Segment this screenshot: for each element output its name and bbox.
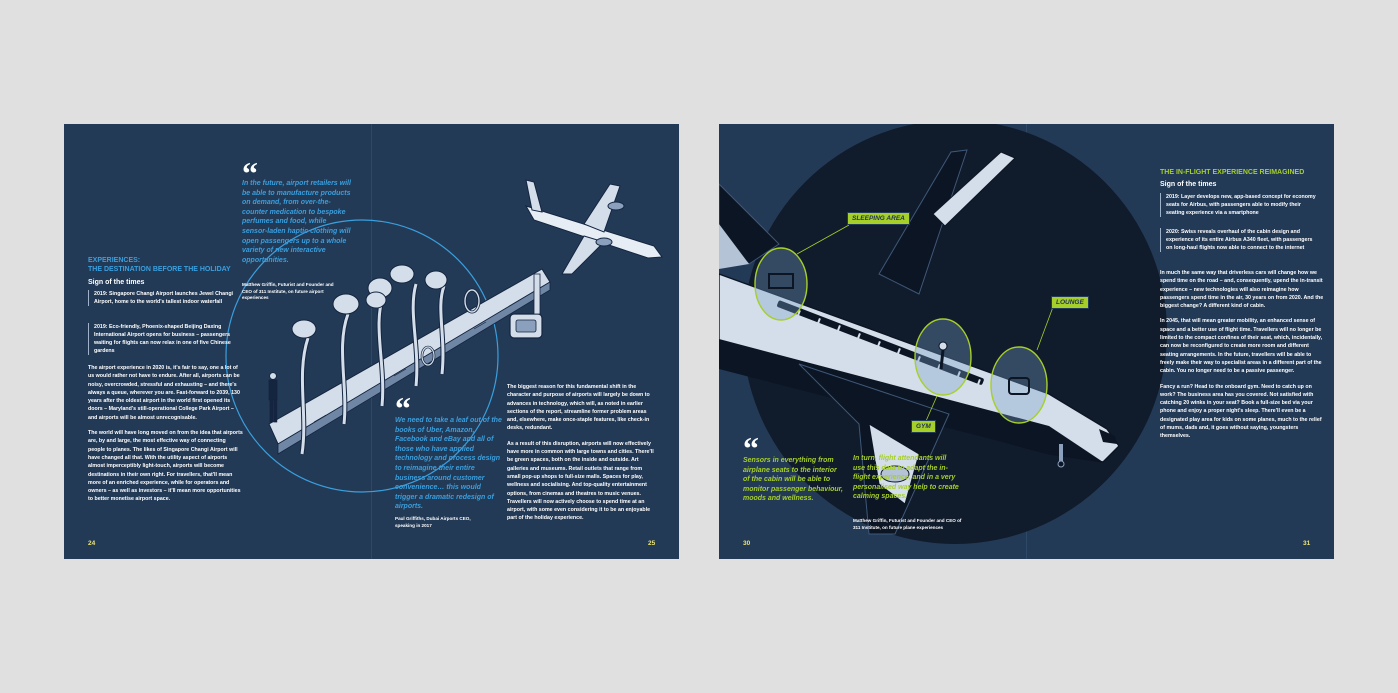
pull-quote: We need to take a leaf out of the books … <box>395 417 502 511</box>
spread-pages-24-25: EXPERIENCES: THE DESTINATION BEFORE THE … <box>64 124 679 559</box>
page-number: 31 <box>1303 540 1311 547</box>
airplane-cabin-illustration <box>719 124 1167 544</box>
paragraph: The airport experience in 2020 is, it's … <box>88 365 240 421</box>
body-text-page-24: The airport experience in 2020 is, it's … <box>88 364 244 511</box>
paragraph: As a result of this disruption, airports… <box>507 440 654 522</box>
body-text-page-25: The biggest reason for this fundamental … <box>507 383 657 530</box>
label-sleeping-area: SLEEPING AREA <box>847 212 910 225</box>
quote-mark-icon: “ <box>395 390 411 426</box>
label-gym: GYM <box>911 420 936 433</box>
section-heading: THE IN-FLIGHT EXPERIENCE REIMAGINED <box>1160 169 1305 176</box>
paragraph: In 2045, that will mean greater mobility… <box>1160 318 1323 375</box>
section-heading-line-1: EXPERIENCES: <box>88 257 141 264</box>
body-text-page-31: In much the same way that driverless car… <box>1160 269 1325 448</box>
pull-quote-continued: In turn, flight attendants will use this… <box>853 455 959 501</box>
section-heading-line-2: THE DESTINATION BEFORE THE HOLIDAY <box>88 265 231 273</box>
sign-of-times-heading: Sign of the times <box>1160 181 1217 188</box>
timeline-item: 2019: Eco-friendly, Phoenix-shaped Beiji… <box>88 323 238 355</box>
quote-mark-icon: “ <box>242 155 258 191</box>
pull-quote: Sensors in everything from airplane seat… <box>743 457 843 503</box>
label-lounge: LOUNGE <box>1051 296 1089 309</box>
page-number: 25 <box>648 540 656 547</box>
airport-walkway-illustration <box>225 179 663 493</box>
quote-attribution: Matthew Griffin, Futurist and Founder an… <box>853 518 962 530</box>
paragraph: The world will have long moved on from t… <box>88 430 243 503</box>
page-number: 24 <box>88 540 96 547</box>
paragraph: In much the same way that driverless car… <box>1160 270 1324 310</box>
sign-of-times-heading: Sign of the times <box>88 279 145 286</box>
quote-attribution: Paul Griffiths, Dubai Airports CEO, spea… <box>395 516 471 528</box>
spread-pages-30-31: SLEEPING AREA LOUNGE GYM “ Sensors in ev… <box>719 124 1334 559</box>
timeline-item: 2019: Layer develops new, app-based conc… <box>1160 193 1318 217</box>
pull-quote: In the future, airport retailers will be… <box>242 180 351 264</box>
quote-mark-icon: “ <box>743 430 759 466</box>
page-number: 30 <box>743 540 751 547</box>
section-heading: EXPERIENCES: THE DESTINATION BEFORE THE … <box>88 257 288 274</box>
page-fold <box>371 124 372 559</box>
paragraph: Fancy a run? Head to the onboard gym. Ne… <box>1160 383 1322 440</box>
timeline-item: 2020: Swiss reveals overhaul of the cabi… <box>1160 228 1318 252</box>
quote-attribution: Matthew Griffin, Futurist and Founder an… <box>242 282 334 301</box>
paragraph: The biggest reason for this fundamental … <box>507 384 650 432</box>
timeline-item: 2019: Singapore Changi Airport launches … <box>88 290 238 306</box>
